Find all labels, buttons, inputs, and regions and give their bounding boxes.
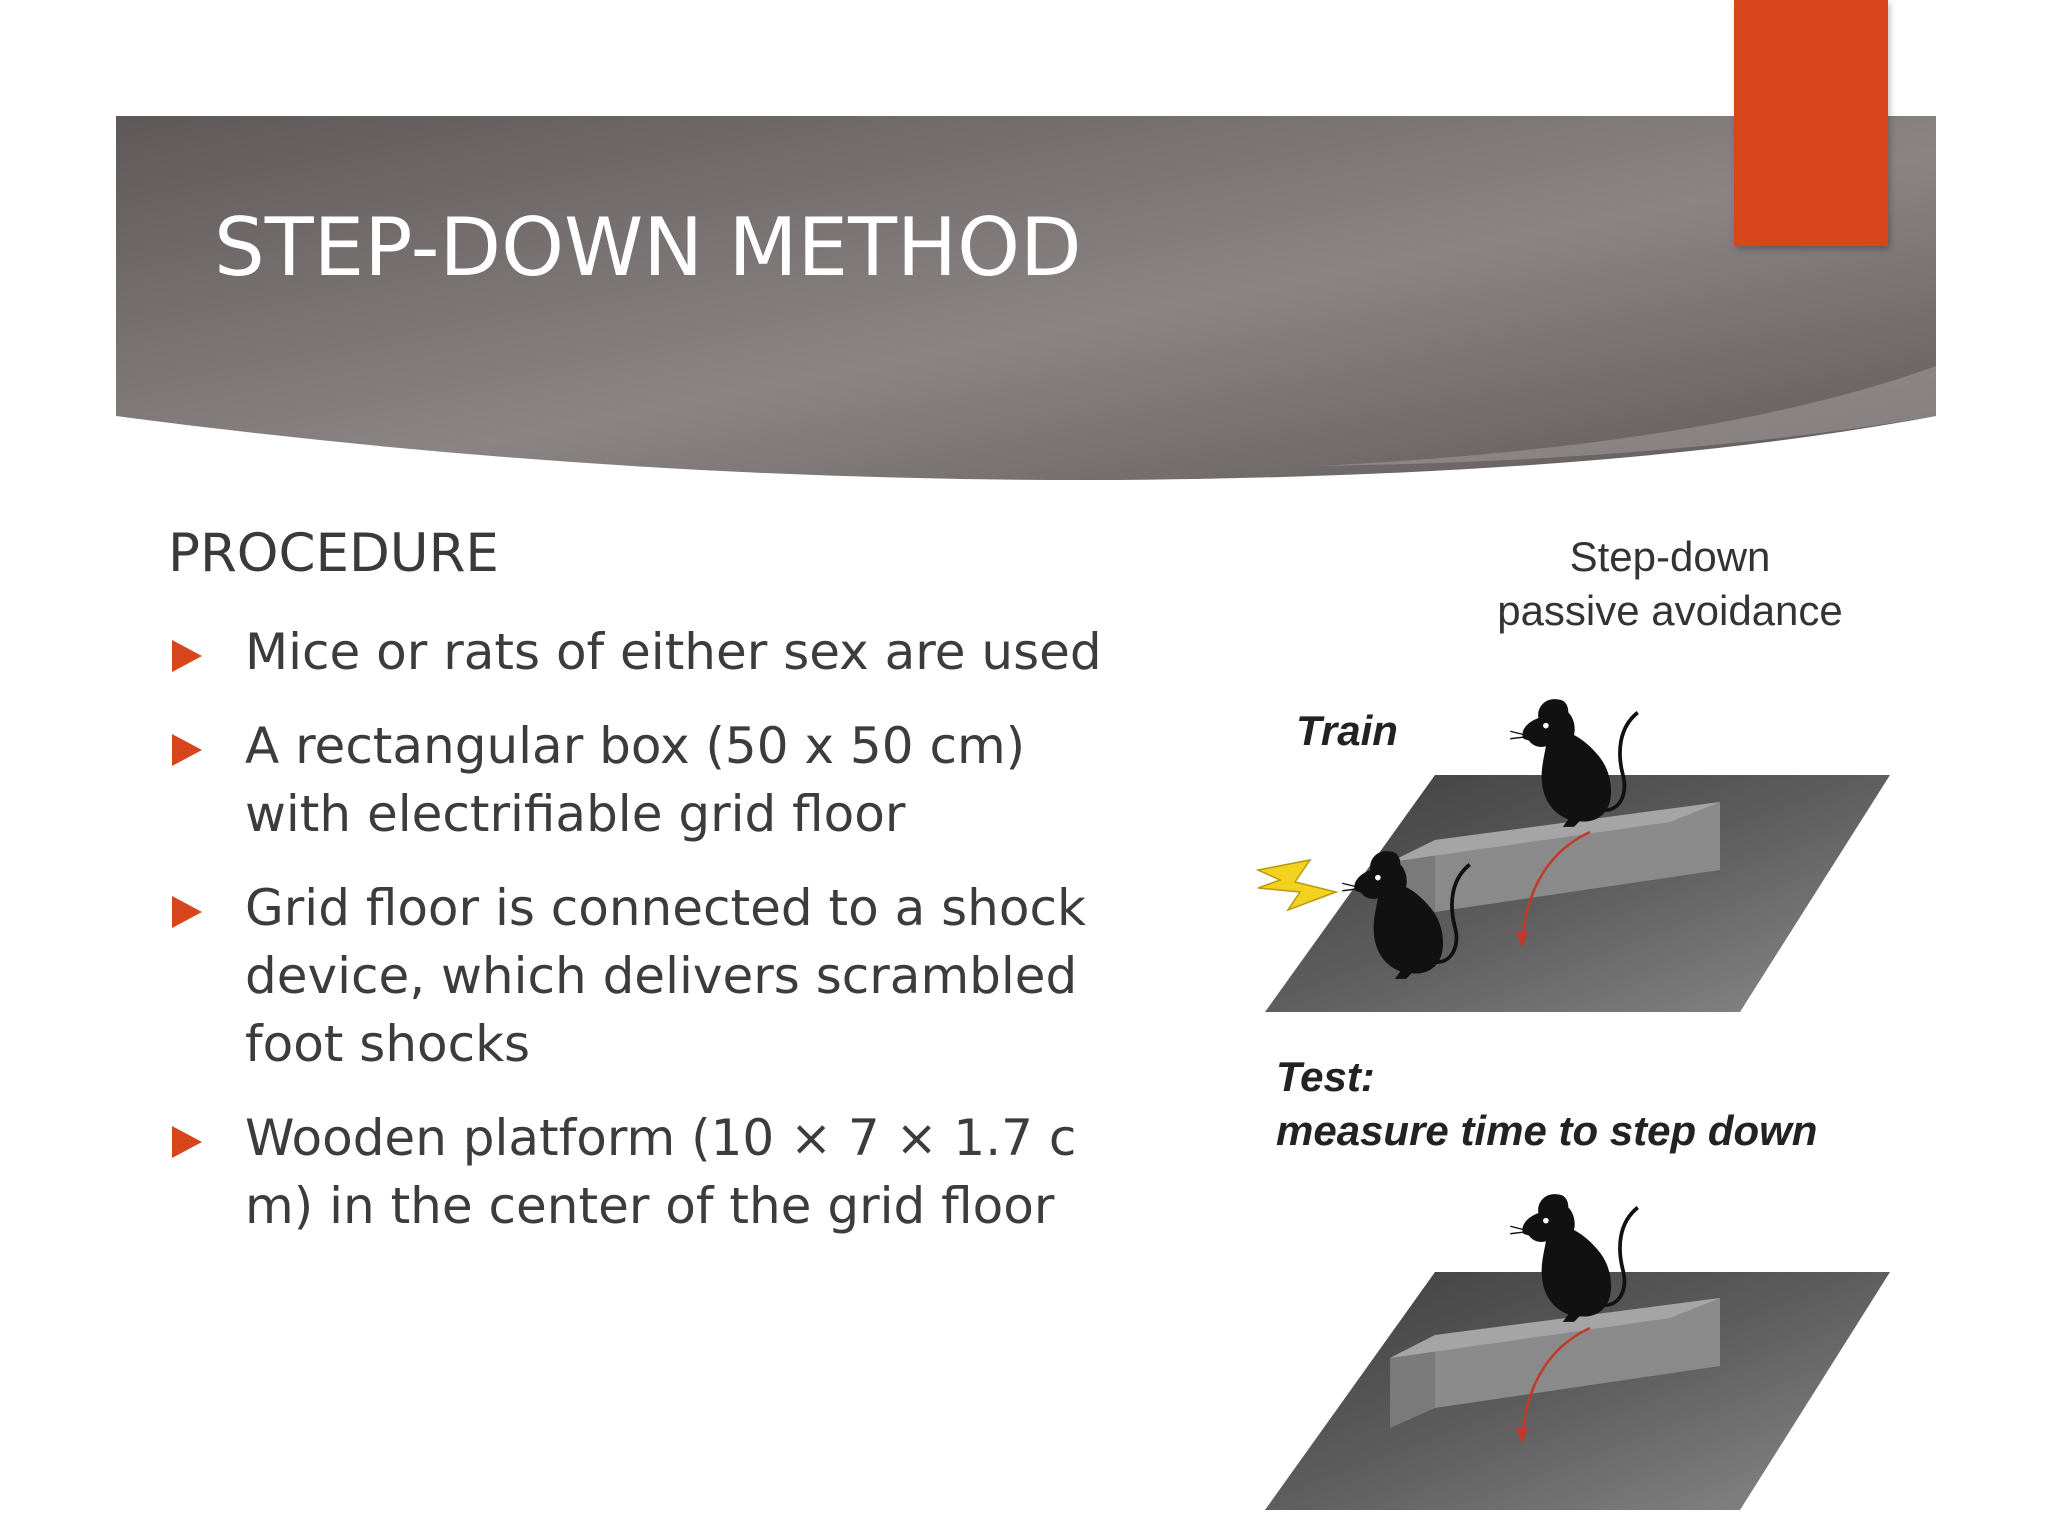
bullet-text: A rectangular box (50 x 50 cm) with elec…	[245, 717, 1026, 843]
platform-side	[1390, 1335, 1435, 1428]
section-heading: PROCEDURE	[168, 523, 499, 584]
slide-title: STEP-DOWN METHOD	[214, 201, 1082, 294]
bullet-list: Mice or rats of either sex are used A re…	[168, 618, 1128, 1266]
figure-title-line1: Step-down	[1569, 533, 1771, 580]
step-path-arrow	[1520, 830, 1591, 941]
test-scene	[1265, 1192, 1890, 1510]
test-caption: measure time to step down	[1276, 1107, 1818, 1154]
lightning-bolt-icon	[1255, 858, 1339, 912]
triangle-right-icon	[172, 640, 202, 672]
train-label: Train	[1296, 707, 1398, 754]
grid-floor	[1265, 1272, 1890, 1510]
accent-tab	[1734, 0, 1888, 246]
bullet-text: Wooden platform (10 × 7 × 1.7 c m) in th…	[245, 1109, 1077, 1235]
test-label: Test:	[1276, 1053, 1375, 1100]
bullet-item: Grid floor is connected to a shock devic…	[168, 874, 1128, 1078]
bullet-text: Grid floor is connected to a shock devic…	[245, 879, 1086, 1073]
triangle-right-icon	[172, 1126, 202, 1158]
step-arrow-head	[1516, 1428, 1528, 1444]
bullet-item: Mice or rats of either sex are used	[168, 618, 1128, 686]
step-down-figure: Step-down passive avoidance Train Test: …	[1240, 520, 1900, 1536]
triangle-right-icon	[172, 896, 202, 928]
title-banner	[116, 116, 1936, 481]
platform-top-face	[1390, 802, 1720, 862]
bullet-item: Wooden platform (10 × 7 × 1.7 c m) in th…	[168, 1104, 1128, 1240]
triangle-right-icon	[172, 734, 202, 766]
figure-illustration	[1255, 697, 1890, 1510]
step-arrow-head	[1516, 932, 1528, 948]
bullet-text: Mice or rats of either sex are used	[245, 623, 1102, 681]
bullet-item: A rectangular box (50 x 50 cm) with elec…	[168, 712, 1128, 848]
platform-top	[1435, 1298, 1720, 1408]
platform-top-face	[1390, 1298, 1720, 1358]
train-scene	[1255, 697, 1890, 1012]
step-path-arrow	[1520, 1326, 1591, 1437]
figure-title-line2: passive avoidance	[1497, 587, 1843, 634]
platform-top	[1435, 802, 1720, 912]
